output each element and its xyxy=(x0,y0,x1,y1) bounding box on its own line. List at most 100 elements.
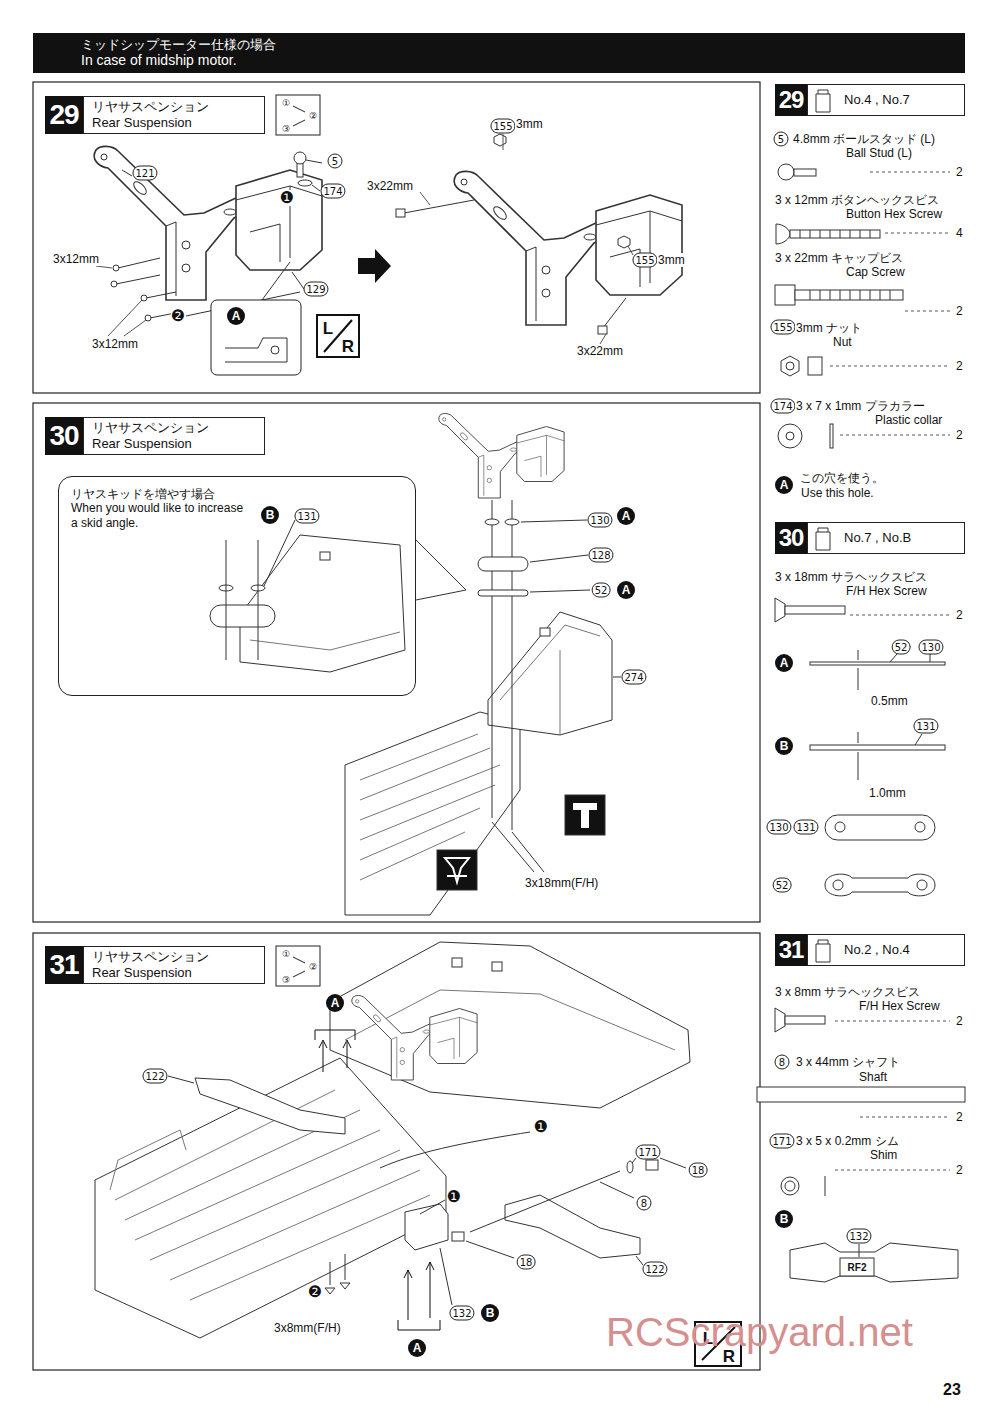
node-text: 30 xyxy=(779,526,804,550)
quantity-leaders xyxy=(840,435,950,436)
step30-parts xyxy=(540,628,550,636)
callout-number: 8 xyxy=(775,1055,790,1070)
order-number: ① xyxy=(282,99,290,108)
step29-parts xyxy=(358,249,391,283)
parts-list-drawings xyxy=(795,290,903,300)
parts-list-drawings xyxy=(816,528,830,550)
step31-parts xyxy=(315,1030,355,1040)
callout-number: 174 xyxy=(320,184,345,199)
letter-marker: A xyxy=(617,581,635,599)
step-marker: ❷ xyxy=(171,308,185,324)
parts-step-number: 30 xyxy=(775,522,807,554)
parts-list-drawings xyxy=(810,662,945,665)
step-marker: ❶ xyxy=(534,1119,548,1135)
parts-list-drawings xyxy=(786,362,794,370)
letter-marker: B xyxy=(261,506,279,524)
node-text: In case of midship motor. xyxy=(81,52,237,69)
step31-parts xyxy=(452,958,462,967)
inset-drawing xyxy=(240,535,405,672)
label-text: Button Hex Screw xyxy=(845,207,943,221)
label-text: 3 x 44mm シャフト xyxy=(795,1054,901,1071)
letter-marker: B xyxy=(481,1304,499,1322)
step30-parts xyxy=(512,500,513,830)
step-title-box: リヤサスペンションRear Suspension xyxy=(83,946,265,984)
step31-parts xyxy=(319,1040,434,1278)
callout-number: 274 xyxy=(621,670,646,685)
label-text: 0.5mm xyxy=(870,694,909,708)
parts-list-drawings xyxy=(781,1177,799,1195)
label-text: 2 xyxy=(955,608,964,622)
step31-parts xyxy=(330,1262,331,1285)
step29-parts xyxy=(494,134,506,146)
step31-parts xyxy=(330,942,690,1108)
step30-parts xyxy=(345,712,520,915)
step30-parts xyxy=(492,500,493,818)
callout-number: 155 xyxy=(632,253,657,268)
node-text: No.7 , No.B xyxy=(844,530,911,546)
quantity-leaders xyxy=(835,1170,950,1171)
quantity-leaders xyxy=(850,615,950,616)
parts-list-drawings xyxy=(786,432,794,440)
step29-parts xyxy=(146,292,176,298)
step31-parts xyxy=(110,1090,430,1300)
parts-list-drawings xyxy=(757,1087,965,1102)
step-marker: ❷ xyxy=(308,1284,322,1300)
callout-number: 131 xyxy=(294,509,319,524)
parts-bag-box: No.7 , No.B xyxy=(807,522,965,554)
node-text: Rear Suspension xyxy=(92,115,192,131)
step31-parts xyxy=(325,1288,335,1294)
step31-parts xyxy=(470,1171,620,1232)
step31-parts xyxy=(95,1058,446,1338)
letter-marker: A xyxy=(775,476,793,494)
label-text: Plastic collar xyxy=(874,413,943,427)
order-number: ③ xyxy=(282,125,290,134)
order-number: ③ xyxy=(282,976,290,985)
parts-list-drawings xyxy=(915,822,925,832)
step30-parts xyxy=(505,519,519,525)
parts-list-drawings xyxy=(825,1176,826,1196)
callout-number: 52 xyxy=(892,640,911,655)
parts-list-drawings xyxy=(830,424,833,448)
step30-parts xyxy=(573,803,597,828)
label-text: 2 xyxy=(955,1110,964,1124)
quantity-leaders xyxy=(830,366,950,367)
node-text: Rear Suspension xyxy=(92,965,192,981)
label-text: 3mm xyxy=(515,117,544,131)
parts-list-drawings xyxy=(835,822,845,832)
order-icon xyxy=(293,106,305,126)
inset-drawing xyxy=(264,520,295,586)
step30-parts xyxy=(565,795,605,835)
callout-number: 5 xyxy=(328,154,343,169)
part-marking: RF2 xyxy=(846,1262,869,1273)
parts-list-drawings xyxy=(816,90,830,112)
parts-list-drawings xyxy=(825,815,935,840)
step30-parts xyxy=(345,414,621,915)
callout-number: 171 xyxy=(769,1134,794,1149)
side-marker: L xyxy=(323,320,333,337)
order-number: ① xyxy=(282,950,290,959)
order-icon xyxy=(276,95,320,135)
inset-drawing xyxy=(320,552,330,560)
step31-parts xyxy=(398,1320,440,1330)
parts-list-drawings xyxy=(917,880,927,890)
parts-list-drawings xyxy=(781,356,799,376)
step31-parts xyxy=(380,1132,530,1214)
callout-number: 130 xyxy=(587,513,612,528)
step29-parts xyxy=(262,262,290,300)
parts-list-drawings xyxy=(816,940,830,962)
label-text: Use this hole. xyxy=(800,486,875,500)
step29-parts xyxy=(396,134,630,334)
quantity-leaders xyxy=(835,1021,950,1022)
step29-parts xyxy=(118,258,160,268)
callout-number: 130 xyxy=(918,640,943,655)
step29-parts xyxy=(113,265,119,271)
label-text: F/H Hex Screw xyxy=(845,584,928,598)
step29-parts xyxy=(396,209,405,217)
step30-parts xyxy=(437,850,477,890)
label-text: 4 xyxy=(955,226,964,240)
callout-number: 18 xyxy=(517,1255,536,1270)
callout-number: 132 xyxy=(846,1229,871,1244)
parts-list-drawings xyxy=(757,90,965,1282)
inset-panel: リヤスキッドを増やす場合When you would like to incre… xyxy=(58,476,416,696)
label-text: 3x22mm xyxy=(366,179,414,193)
